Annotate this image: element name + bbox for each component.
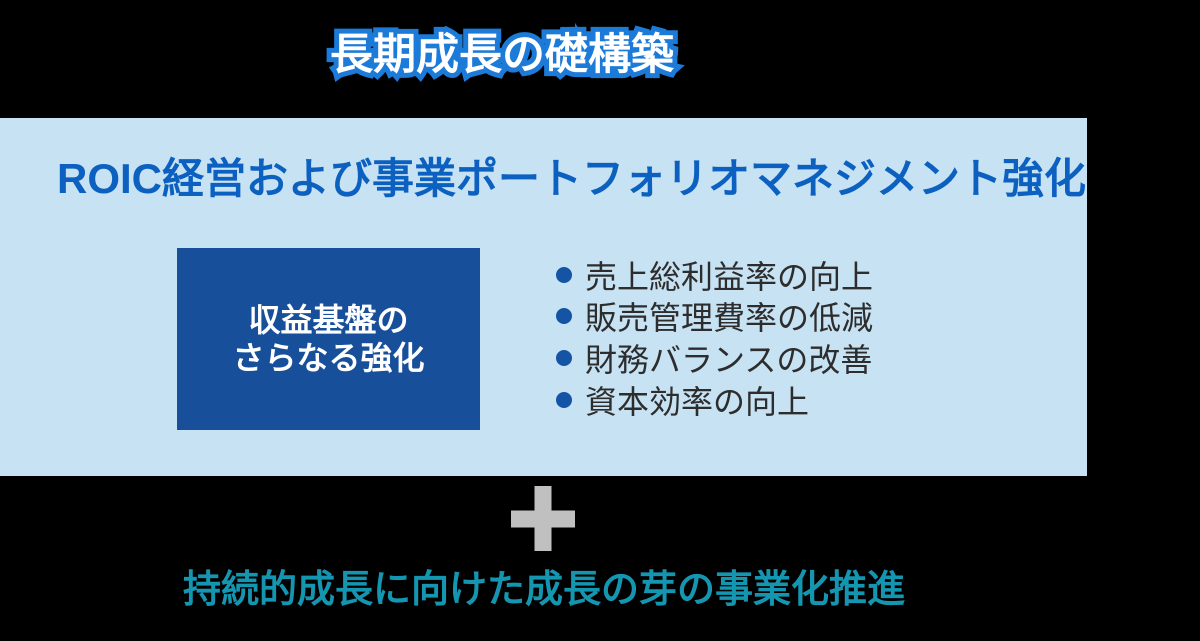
highlight-box: 収益基盤の さらなる強化 [177,248,480,430]
bullet-icon [556,349,572,366]
bullet-icon [556,391,572,408]
plus-icon [511,486,575,551]
list-item-label: 売上総利益率の向上 [585,258,874,295]
list-item: 資本効率の向上 [556,379,873,421]
plus-icon-vertical-bar [534,486,552,551]
bullet-icon [556,308,572,325]
page-title: 長期成長の礎構築 長期成長の礎構築 [325,29,679,82]
list-item-label: 販売管理費率の低減 [585,300,874,337]
footer-text: 持続的成長に向けた成長の芽の事業化推進 [183,569,906,611]
page-title-outline: 長期成長の礎構築 [325,29,679,82]
list-item-label: 資本効率の向上 [585,383,810,420]
list-item: 販売管理費率の低減 [556,296,873,338]
bullet-icon [556,266,572,283]
list-item: 財務バランスの改善 [556,337,873,379]
highlight-box-line2: さらなる強化 [232,340,425,376]
page-title-text: 長期成長の礎構築 [330,31,674,79]
bullet-list: 売上総利益率の向上 販売管理費率の低減 財務バランスの改善 資本効率の向上 [556,254,873,420]
highlight-box-line1: 収益基盤の [248,301,409,338]
panel-heading: ROIC経営および事業ポートフォリオマネジメント強化 [57,155,1087,202]
list-item-label: 財務バランスの改善 [585,341,873,378]
list-item: 売上総利益率の向上 [556,254,873,296]
